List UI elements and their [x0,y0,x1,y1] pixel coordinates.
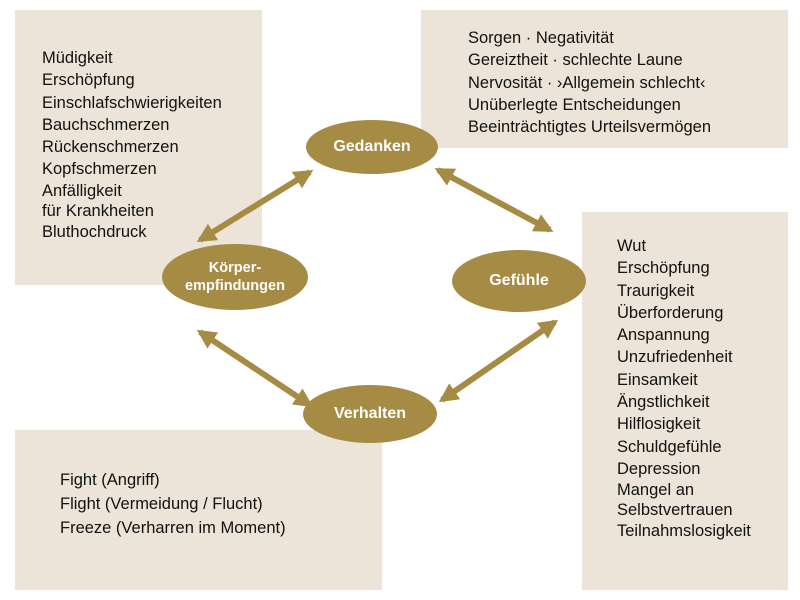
node-thoughts [306,120,438,174]
body-symptoms-list: Müdigkeit Erschöpfung Einschlafschwierig… [42,47,262,243]
list-item: Teilnahmslosigkeit [617,522,751,541]
list-item: Überforderung [617,303,724,322]
list-item: Müdigkeit [42,49,113,67]
node-label-feelings: Gefühle [489,272,549,289]
list-item: Depression [617,459,701,478]
list-item: Anspannung [617,326,710,345]
list-item: Bauchschmerzen [42,115,170,134]
feelings-box: Wut Erschöpfung Traurigkeit Überforderun… [582,212,788,590]
list-item: Rückenschmerzen [42,138,179,157]
list-item: Unüberlegte Entscheidungen [468,95,681,114]
list-item: Bluthochdruck [42,222,147,241]
list-item: Beeinträchtigtes Urteilsvermögen [468,118,712,137]
list-item: Einsamkeit [617,370,698,389]
list-item: Erschöpfung [42,71,135,90]
arrow-behavior-body [196,329,314,408]
node-feelings [452,250,586,312]
arrow-body-thoughts [196,169,314,243]
node-body [162,244,308,310]
node-label-behavior: Verhalten [333,405,407,422]
list-item: Anfälligkeit [42,181,122,200]
list-item: Erschöpfung [617,259,710,278]
node-label-body: Körper- empfindungen [162,244,308,310]
list-item: Traurigkeit [617,281,695,300]
list-item: Freeze (Verharren im Moment) [60,519,286,537]
node-label-body-line1: Körper- [208,260,262,276]
list-item: Schuldgefühle [617,437,722,456]
arrow-feelings-behavior [438,319,559,403]
list-item: Gereiztheit · schlechte Laune [468,51,683,70]
behavior-box: Fight (Angriff) Flight (Vermeidung / Flu… [15,430,382,590]
list-item: Einschlafschwierigkeiten [42,93,222,112]
feelings-list: Wut Erschöpfung Traurigkeit Überforderun… [617,235,788,543]
behavior-list: Fight (Angriff) Flight (Vermeidung / Flu… [60,468,382,540]
list-item: Mangel an [617,481,695,500]
list-item: Flight (Vermeidung / Flucht) [60,495,263,513]
list-item: Selbstvertrauen [617,501,733,520]
thoughts-list: Sorgen · Negativität Gereiztheit · schle… [468,27,788,138]
list-item: Unzufriedenheit [617,348,733,367]
body-symptoms-box: Müdigkeit Erschöpfung Einschlafschwierig… [15,10,262,285]
arrow-thoughts-feelings [434,167,554,233]
list-item: Kopfschmerzen [42,160,157,179]
list-item: Nervosität · ›Allgemein schlecht‹ [468,73,706,92]
list-item: Sorgen · Negativität [468,29,614,47]
list-item: Wut [617,237,647,255]
node-label-thoughts: Gedanken [333,138,411,155]
node-behavior [303,385,437,443]
list-item: Ängstlichkeit [617,393,710,412]
node-label-body-line2: empfindungen [185,278,285,294]
thoughts-box: Sorgen · Negativität Gereiztheit · schle… [421,10,788,148]
list-item: Fight (Angriff) [60,471,160,489]
list-item: Hilflosigkeit [617,415,701,434]
list-item: für Krankheiten [42,201,154,220]
